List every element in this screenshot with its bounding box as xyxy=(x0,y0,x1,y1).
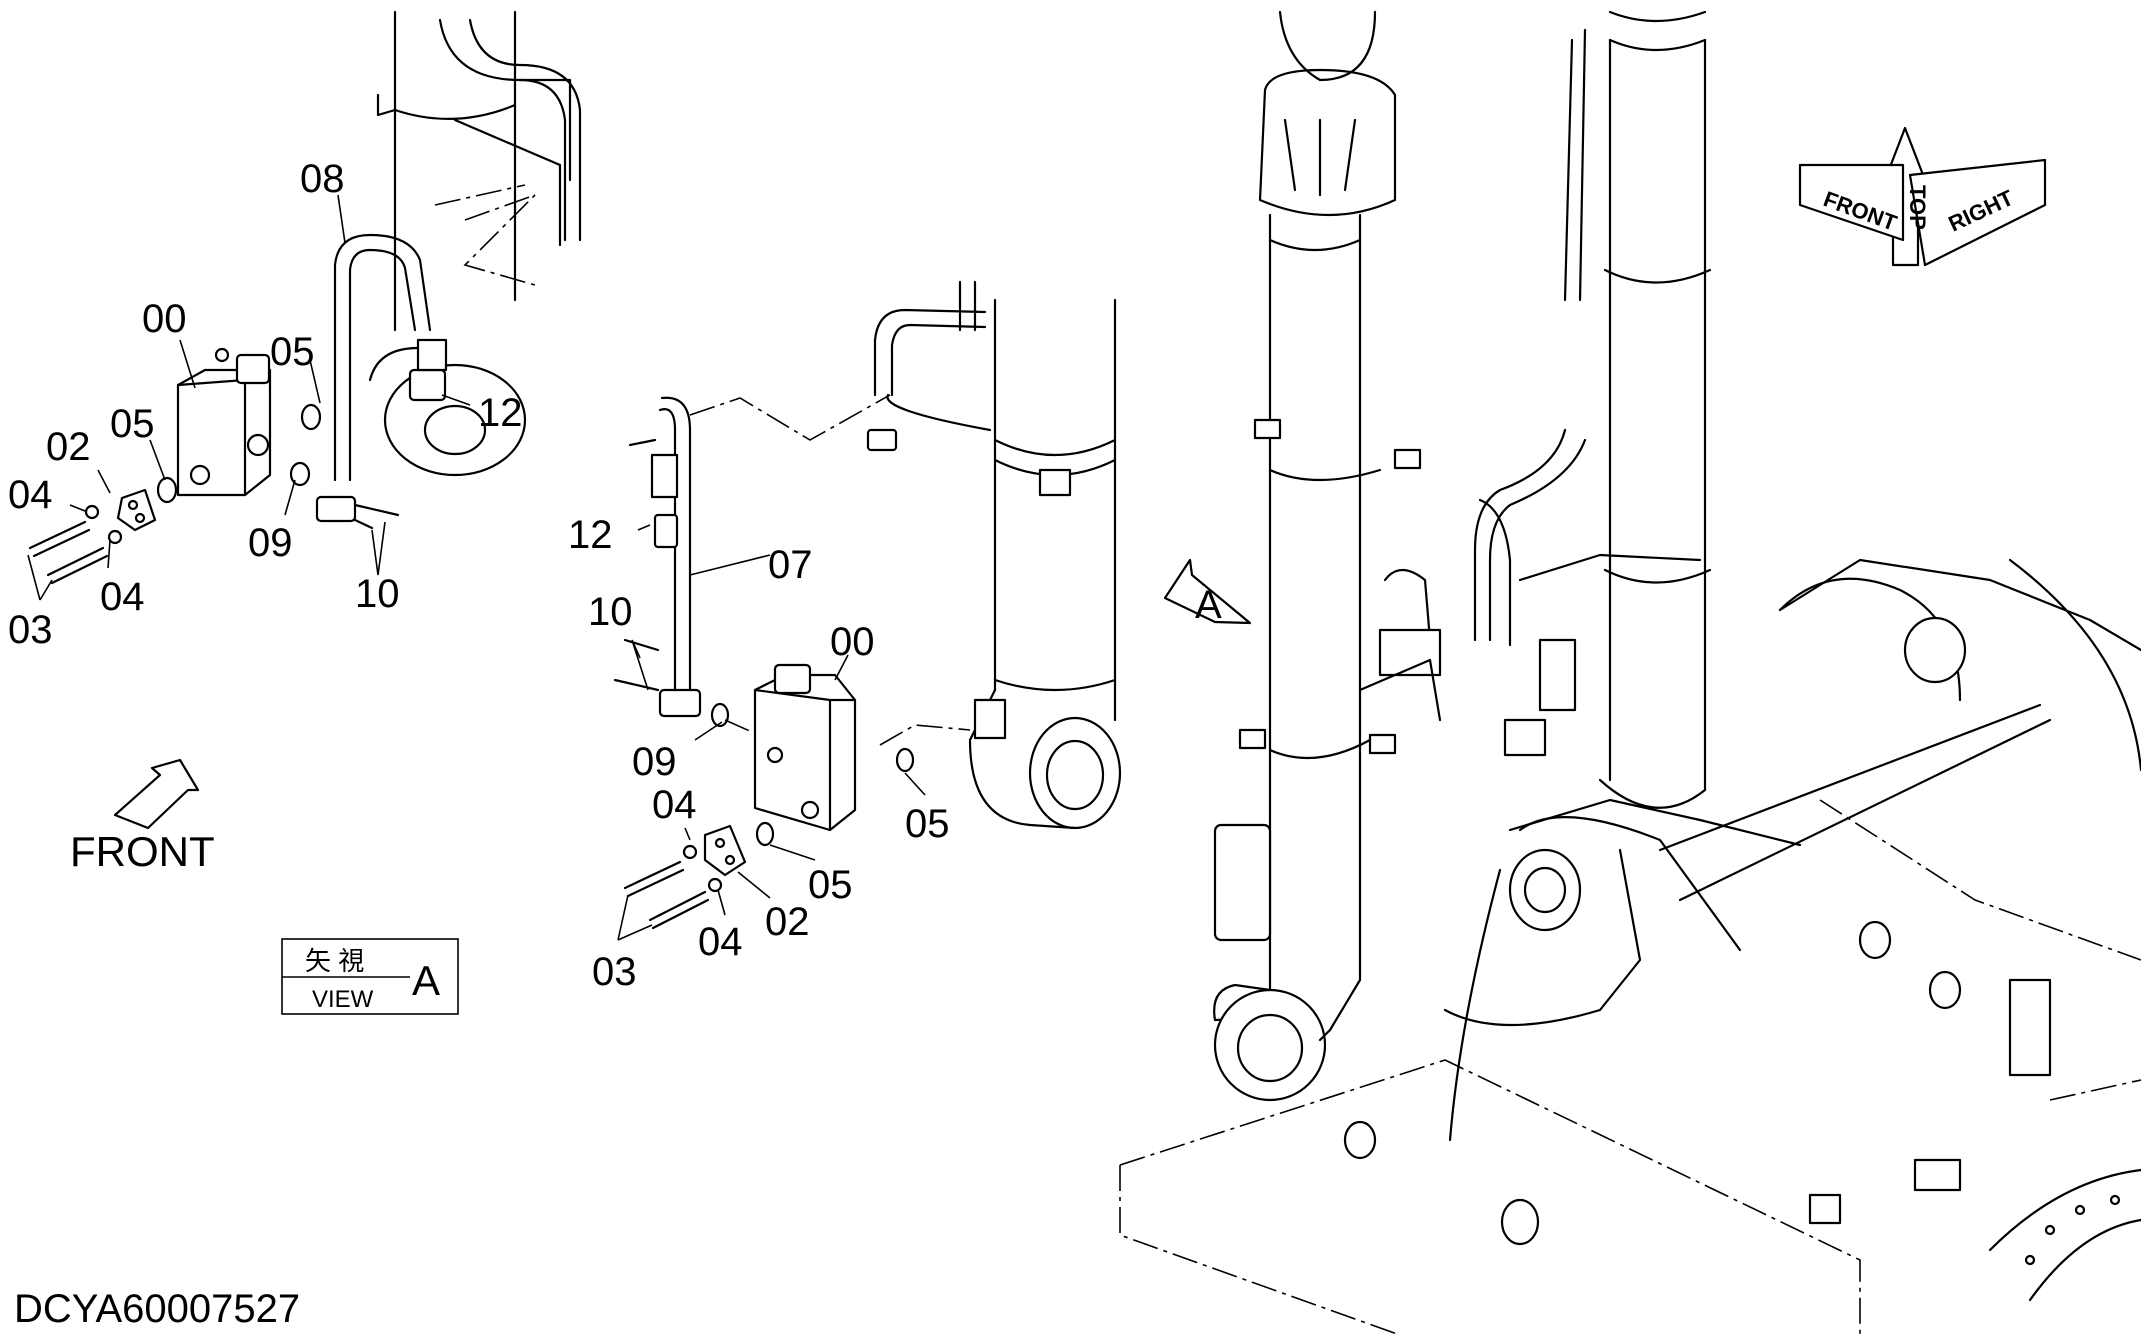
oring-05-b xyxy=(156,476,178,504)
compass-top-label: TOP xyxy=(1905,185,1930,230)
clamp-10 xyxy=(315,495,357,523)
pipe-07-fitting xyxy=(650,453,679,499)
view-box-kanji: 矢 視 xyxy=(305,946,364,976)
orientation-compass xyxy=(1798,126,2047,267)
callout-left-04a: 04 xyxy=(8,473,53,517)
view-box-letter: A xyxy=(412,957,440,1004)
left-detail-assembly xyxy=(27,10,582,601)
front-arrow-label: FRONT xyxy=(70,828,215,875)
pipe-07 xyxy=(658,396,692,692)
callout-center-02: 02 xyxy=(765,900,810,944)
washer-04-b xyxy=(107,529,123,545)
callout-center-04b: 04 xyxy=(698,920,743,964)
center-valve-00 xyxy=(753,663,857,832)
callout-left-02: 02 xyxy=(46,425,91,469)
callout-left-10: 10 xyxy=(355,572,400,616)
callout-left-05a: 05 xyxy=(270,330,315,374)
callout-center-09: 09 xyxy=(632,740,677,784)
view-a-marker-letter: A xyxy=(1195,583,1222,627)
bolt-03-b xyxy=(46,546,109,585)
callout-left-00: 00 xyxy=(142,297,187,341)
main-valve xyxy=(1538,638,1577,712)
callout-left-05b: 05 xyxy=(110,402,155,446)
drawing-id: DCYA60007527 xyxy=(14,1287,300,1331)
callout-left-09: 09 xyxy=(248,521,293,565)
callout-center-12: 12 xyxy=(568,513,613,557)
oring-09 xyxy=(289,461,311,487)
view-a-marker xyxy=(1163,558,1252,625)
valve-block-00 xyxy=(176,347,272,497)
callout-left-12: 12 xyxy=(478,391,523,435)
callout-center-07: 07 xyxy=(768,543,813,587)
flange-02 xyxy=(116,488,157,532)
view-box-view: VIEW xyxy=(312,986,374,1013)
fitting-12 xyxy=(408,368,447,402)
callout-left-03: 03 xyxy=(8,608,53,652)
callout-center-10: 10 xyxy=(588,590,633,634)
view-a-box xyxy=(281,938,459,1015)
oring-05-a xyxy=(300,403,322,431)
callout-left-08: 08 xyxy=(300,157,345,201)
callout-center-04a: 04 xyxy=(652,783,697,827)
washer-04-a xyxy=(84,504,100,520)
center-detail-assembly xyxy=(613,280,1122,941)
pipe-08 xyxy=(333,233,432,482)
center-clamp-10 xyxy=(658,688,702,718)
center-fitting-12 xyxy=(653,513,679,549)
callout-center-03: 03 xyxy=(592,950,637,994)
bolt-03-a xyxy=(28,520,91,558)
front-arrow xyxy=(113,758,200,830)
callout-center-05b: 05 xyxy=(808,863,853,907)
main-assembly xyxy=(1119,10,2141,1335)
callout-left-04b: 04 xyxy=(100,575,145,619)
callout-center-00: 00 xyxy=(830,620,875,664)
callout-center-05a: 05 xyxy=(905,802,950,846)
